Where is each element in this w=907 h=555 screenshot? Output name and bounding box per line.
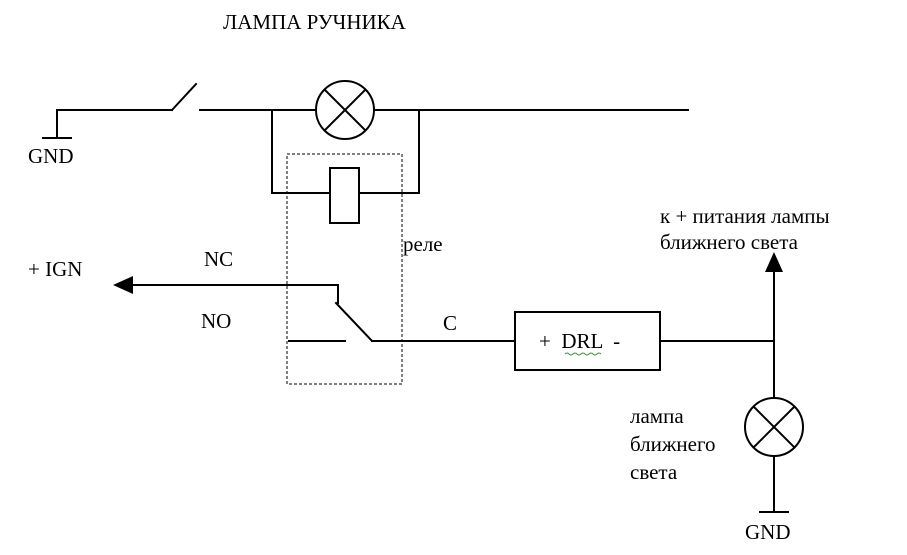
diagram-title: ЛАМПА РУЧНИКА: [223, 10, 406, 34]
relay-contact-blade: [334, 301, 374, 343]
gnd-bottom-label: GND: [745, 520, 791, 544]
lowbeam-lamp-cross-b: [752, 405, 796, 449]
ign-arrow-head: [113, 276, 133, 294]
no-label: NO: [201, 309, 232, 333]
handbrake-switch-blade: [170, 82, 198, 112]
handbrake-lamp: [315, 80, 375, 140]
relay-label: реле: [403, 232, 443, 256]
c-label: C: [443, 311, 458, 335]
relay-boundary: [286, 153, 403, 385]
lowbeam-lamp-label-line2: ближнего: [630, 432, 716, 456]
lowbeam-lamp-label-line3: света: [630, 460, 678, 484]
relay-coil: [329, 167, 360, 224]
spellcheck-underline: [564, 352, 602, 356]
lowbeam-arrow-head: [765, 252, 783, 272]
nc-label: NC: [204, 247, 234, 271]
ign-label: + IGN: [28, 257, 83, 281]
handbrake-lamp-cross-b: [323, 88, 367, 132]
lowbeam-feed-label-line2: ближнего света: [660, 230, 798, 254]
lowbeam-lamp-label-line1: лампа: [630, 404, 684, 428]
lowbeam-feed-label-line1: к + питания лампы: [660, 204, 830, 228]
drl-label: + DRL -: [539, 329, 621, 353]
gnd-top-label: GND: [28, 144, 74, 168]
